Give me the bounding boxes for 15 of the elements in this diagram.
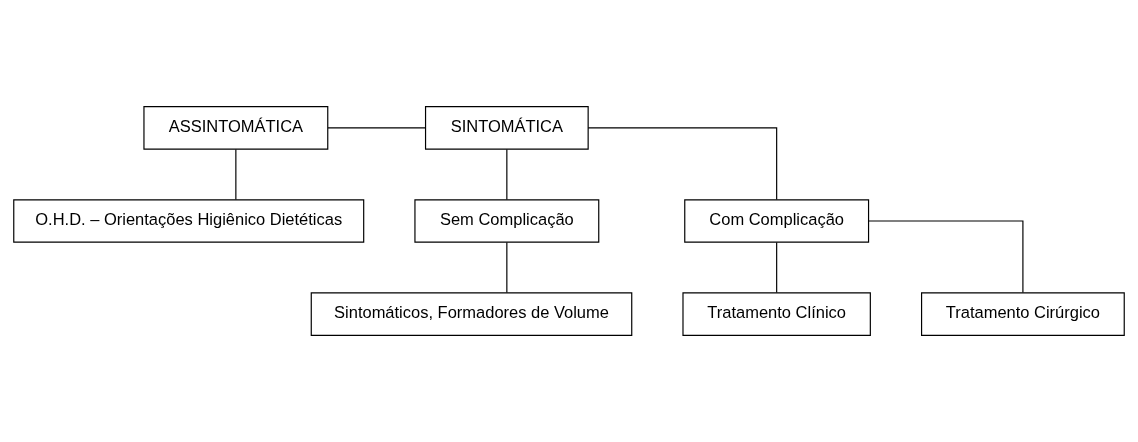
node-box: SINTOMÁTICA: [424, 106, 589, 150]
connector: [868, 220, 1024, 294]
connector: [506, 148, 508, 201]
node-box: Tratamento Cirúrgico: [921, 292, 1125, 336]
connector: [776, 242, 778, 294]
connector: [235, 148, 237, 201]
connector: [506, 242, 508, 294]
node-box: Sintomáticos, Formadores de Volume: [310, 292, 633, 336]
connector: [327, 127, 426, 129]
node-box: Tratamento Clínico: [682, 292, 871, 336]
node-box: ASSINTOMÁTICA: [143, 106, 329, 150]
node-box: Sem Complicação: [414, 199, 600, 243]
connector: [587, 127, 778, 200]
node-box: Com Complicação: [684, 199, 870, 243]
node-box: O.H.D. – Orientações Higiênico Dietéticas: [13, 199, 365, 243]
